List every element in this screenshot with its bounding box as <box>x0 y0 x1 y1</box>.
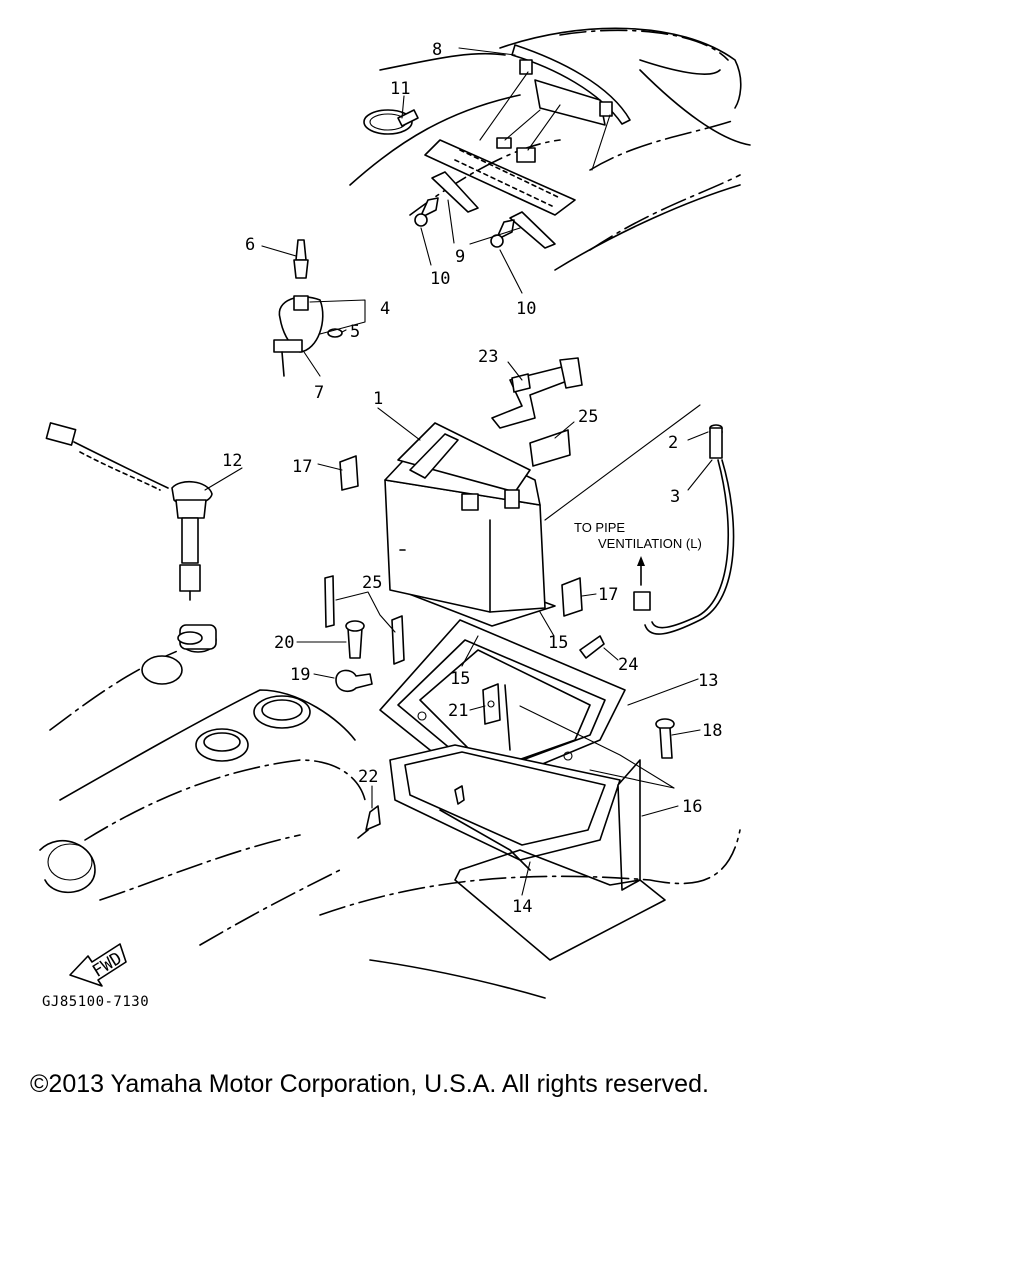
taillight-assembly <box>479 44 631 171</box>
callout-6: 6 <box>245 235 255 255</box>
callout-17b: 17 <box>598 585 618 605</box>
callouts: 8 11 6 4 5 7 9 10 10 23 1 25 2 3 12 17 T… <box>42 40 722 1010</box>
callout-11: 11 <box>390 79 410 99</box>
callout-5: 5 <box>350 322 360 342</box>
battery <box>384 422 546 613</box>
rear-fender <box>349 27 751 271</box>
callout-17a: 17 <box>292 457 312 477</box>
battery-parts-diagram: FWD 8 11 6 4 5 7 9 10 10 23 1 25 2 3 12 … <box>39 27 751 1010</box>
callout-20: 20 <box>274 633 294 653</box>
callout-18: 18 <box>702 721 722 741</box>
callout-15b: 15 <box>450 669 470 689</box>
callout-25b: 25 <box>362 573 382 593</box>
callout-10b: 10 <box>516 299 536 319</box>
leader-lines <box>204 47 713 896</box>
callout-3: 3 <box>670 487 680 507</box>
tank-area <box>39 624 366 946</box>
bracket <box>491 357 583 429</box>
callout-1: 1 <box>373 389 383 409</box>
clips-and-screws <box>414 171 556 249</box>
callout-12: 12 <box>222 451 242 471</box>
callout-22: 22 <box>358 767 378 787</box>
callout-10a: 10 <box>430 269 450 289</box>
callout-8: 8 <box>432 40 442 60</box>
callout-25a: 25 <box>578 407 598 427</box>
callout-23: 23 <box>478 347 498 367</box>
frame-lower <box>319 829 741 999</box>
note-line-2: VENTILATION (L) <box>598 536 702 551</box>
callout-7: 7 <box>314 383 324 403</box>
callout-24: 24 <box>618 655 638 675</box>
callout-15a: 15 <box>548 633 568 653</box>
copyright-notice: ©2013 Yamaha Motor Corporation, U.S.A. A… <box>30 1070 709 1098</box>
callout-16: 16 <box>682 797 702 817</box>
note-line-1: TO PIPE <box>574 520 625 535</box>
hose-clamp <box>363 109 419 135</box>
relay-and-bracket <box>273 239 343 377</box>
callout-14: 14 <box>512 897 532 917</box>
battery-tray <box>389 744 621 871</box>
vent-tube <box>544 404 735 635</box>
forward-arrow: FWD <box>69 943 127 987</box>
callout-9: 9 <box>455 247 465 267</box>
hardware <box>335 620 675 839</box>
callout-19: 19 <box>290 665 310 685</box>
callout-21: 21 <box>448 701 468 721</box>
callout-4: 4 <box>380 299 390 319</box>
drawing-code: GJ85100-7130 <box>42 994 149 1010</box>
fuse-holder <box>45 422 213 645</box>
callout-13: 13 <box>698 671 718 691</box>
callout-2: 2 <box>668 433 678 453</box>
